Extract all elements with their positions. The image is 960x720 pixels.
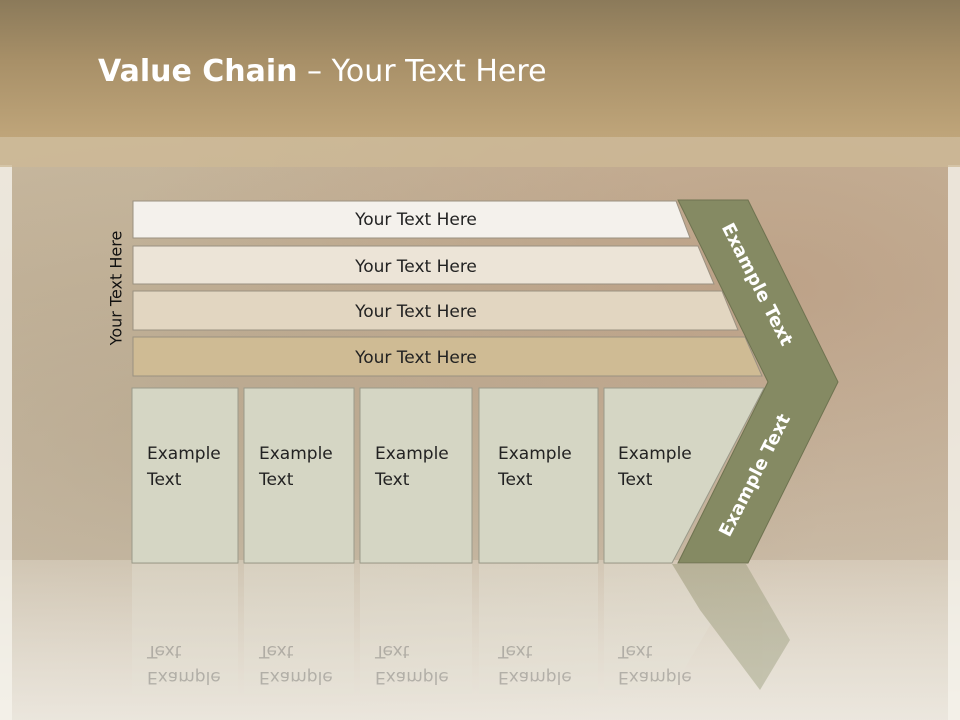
box-1-line2: Text (146, 470, 182, 490)
reflect-example-3: Example (375, 667, 449, 687)
title-bold: Value Chain (98, 54, 298, 89)
box-reflection-5 (604, 564, 746, 690)
bar-2 (132, 245, 715, 285)
box-3-line1: Example (375, 444, 449, 464)
reflect-example-1: Example (147, 667, 221, 687)
reflection (132, 564, 790, 694)
box-4-line2: Text (497, 470, 533, 490)
box-4-line1: Example (498, 444, 572, 464)
box-1-line1: Example (147, 444, 221, 464)
title-rest: – Your Text Here (297, 54, 547, 89)
page-title: Value Chain – Your Text Here (98, 54, 547, 89)
box-2 (243, 387, 355, 564)
reflect-example-5: Example (618, 667, 692, 687)
right-border (948, 165, 960, 720)
box-2-line1: Example (259, 444, 333, 464)
box-3-line2: Text (374, 470, 410, 490)
chevron-reflection (672, 564, 790, 690)
bar-1 (132, 200, 691, 239)
box-5-line1: Example (618, 444, 692, 464)
box-5-line2: Text (617, 470, 653, 490)
bar-4 (132, 336, 763, 377)
reflect-example-4: Example (498, 667, 572, 687)
box-3 (359, 387, 473, 564)
box-reflection-3 (360, 564, 472, 694)
bar-label-3: Your Text Here (354, 302, 477, 322)
header-strip (0, 137, 960, 167)
bar-3 (132, 290, 739, 331)
reflect-text-2: Text (258, 641, 294, 661)
box-reflection-2 (244, 564, 354, 694)
reflect-text-4: Text (497, 641, 533, 661)
box-2-line2: Text (258, 470, 294, 490)
box-reflection-1 (132, 564, 238, 694)
reflection-texts: Text Text Text Text Text Example Example… (146, 641, 692, 687)
bar-label-4: Your Text Here (354, 348, 477, 368)
left-border (0, 165, 12, 720)
box-reflection-4 (479, 564, 598, 694)
reflect-text-3: Text (374, 641, 410, 661)
reflect-example-2: Example (259, 667, 333, 687)
box-1 (131, 387, 239, 564)
reflect-text-5: Text (617, 641, 653, 661)
bar-label-1: Your Text Here (354, 210, 477, 230)
reflect-text-1: Text (146, 641, 182, 661)
chevron-arrow (677, 199, 839, 564)
box-4 (478, 387, 599, 564)
background-fade (0, 560, 960, 720)
box-5 (603, 387, 765, 564)
bar-label-2: Your Text Here (354, 257, 477, 277)
header-band (0, 0, 960, 137)
